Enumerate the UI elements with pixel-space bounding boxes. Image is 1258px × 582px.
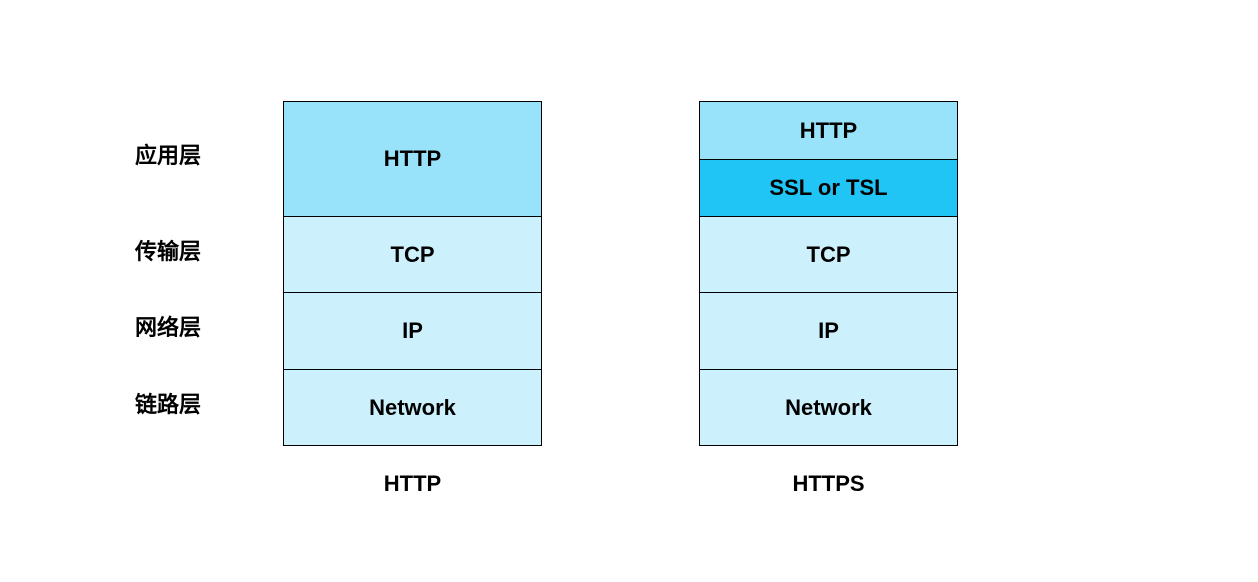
https-stack-http-cell: HTTP: [700, 102, 957, 160]
https-stack-caption: HTTPS: [792, 471, 865, 496]
layer-label-network: 网络层: [134, 316, 201, 341]
http-stack-tcp-cell: TCP: [284, 217, 541, 293]
https-stack-ip-cell: IP: [700, 293, 957, 370]
http-stack: HTTP TCP IP Network: [283, 101, 542, 446]
https-stack-ssl-cell: SSL or TSL: [700, 160, 957, 217]
layer-label-transport: 传输层: [134, 240, 201, 265]
layer-label-link: 链路层: [134, 393, 201, 418]
https-stack: HTTP SSL or TSL TCP IP Network: [699, 101, 958, 446]
https-stack-network-cell: Network: [700, 370, 957, 445]
http-stack-ip-cell: IP: [284, 293, 541, 370]
https-stack-tcp-cell: TCP: [700, 217, 957, 293]
http-stack-network-cell: Network: [284, 370, 541, 445]
http-stack-http-cell: HTTP: [284, 102, 541, 217]
layer-label-application: 应用层: [134, 144, 201, 169]
http-stack-caption: HTTP: [383, 471, 442, 496]
